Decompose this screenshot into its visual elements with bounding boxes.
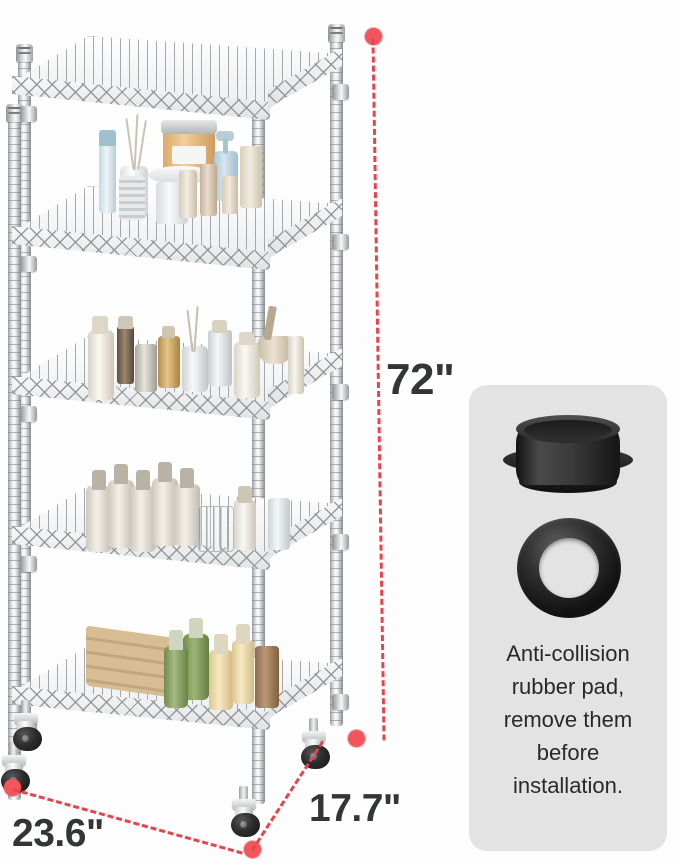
shelf-item-jar-lid [161,120,217,134]
caption-line-4: before [536,740,600,765]
shelf-item-silver-bottle [135,344,157,392]
shelf-item-pump-cap [158,462,172,482]
dimension-dot-height-top [365,28,382,45]
shelf-item-tall-tube [288,336,304,394]
shelf-collar-3b [332,384,349,400]
caption-line-1: Anti-collision [506,641,630,666]
shelf-item-pump-cap [92,470,106,490]
shelf-item-lotion-bottle [88,330,114,400]
shelf-item-amber-bottle [158,336,180,388]
shelf-item-pump-head [216,131,234,141]
caster-wheel-front-right [231,786,261,838]
rubber-pad-hole [524,420,612,440]
dimension-dot-width-left [4,779,21,796]
post-cap-back-left [16,44,33,62]
shelf-item-detergent-bottle [152,478,178,546]
shelf-item-brown-canister [255,646,279,708]
shelf-item-cap [239,332,254,345]
shelf-item-pump-cap [92,316,108,334]
post-cap-front-left [6,104,23,122]
wire-shelving-unit [1,24,349,838]
shelf-item-detergent-bottle [130,486,156,552]
shelf-item-pump-cap [136,470,150,490]
shelf-item-pump-cap [189,618,203,638]
shelf-item-diffuser [182,346,208,392]
rubber-pad-caption: Anti-collision rubber pad, remove them b… [477,637,659,802]
dimension-label-depth: 17.7" [309,787,401,830]
shelf-item-bottle-short [222,176,238,214]
post-cap-back-right [328,24,345,42]
caption-line-5: installation. [512,773,624,798]
shelf-item-cream-bottle [232,640,254,704]
shelf-item-pump-cap [114,464,128,484]
shelf-item-pump-cap [169,630,183,650]
shelf-collar-1a [20,106,37,122]
shelf-item-bottle-cream [179,170,197,218]
dimension-dot-height-bottom [348,730,365,747]
shelf-tier-1 [12,36,342,126]
shelf-item-spray-bottle [234,500,256,550]
rubber-pad-side-view-icon [503,413,633,495]
shelf-item-pump-cap [180,468,194,488]
dimension-label-width: 23.6" [12,812,104,855]
shelf-collar-1b [332,84,349,100]
shelf-collar-2b [332,234,349,250]
shelf-item-white-bottle [234,342,260,398]
shelf-item-dark-bottle [117,326,134,384]
dimension-label-height: 72" [386,355,455,404]
caption-line-2: rubber pad, [511,674,625,699]
rubber-pad-ring-hole [539,538,599,598]
shelf-post-front-left [8,112,21,800]
shelf-item-clear-bottle [268,498,290,550]
shelf-item-bottle-tall [200,164,217,216]
shelf-item-pump-neck [223,138,228,154]
shelf-item-cream-bottle [209,650,233,710]
shelf-item-bowl [258,336,292,364]
shelf-collar-2a [20,256,37,272]
shelf-post-front-right [252,96,265,804]
shelf-item-spray-head [238,486,252,503]
shelf-item-perfume-bottle [208,330,232,386]
shelf-collar-4a [20,556,37,572]
shelf-item-pump-cap [214,634,228,654]
shelf-collar-5b [332,694,349,710]
shelf-collar-3a [20,406,37,422]
shelf-item-detergent-bottle [108,480,134,548]
shelf-item-lotion-bottle [99,137,116,213]
shelf-item-cap [212,320,227,333]
dimension-dot-corner-bottom [244,841,261,858]
caption-line-3: remove them [503,707,633,732]
shelf-item-jar-label [172,146,206,164]
shelf-item-wire-caddy [198,506,234,552]
shelf-item-cap [162,326,175,338]
shelf-item-bottle-square [240,146,262,208]
shelf-item-green-bottle [164,646,188,708]
shelf-item-diffuser-sticks [137,120,147,170]
shelf-item-cap [99,130,116,146]
shelf-item-detergent-bottle [86,486,112,552]
shelf-item-pump-cap [236,624,250,644]
shelf-collar-4b [332,534,349,550]
shelf-item-jar-stack [119,176,145,220]
rubber-pad-inset-panel: Anti-collision rubber pad, remove them b… [469,385,667,851]
shelf-item-detergent-bottle [174,484,200,546]
shelf-item-cap [118,316,133,329]
rubber-pad-top-view-icon [517,518,621,618]
caster-wheel-back-left [13,700,43,752]
caster-wheel-back-right [301,718,331,770]
